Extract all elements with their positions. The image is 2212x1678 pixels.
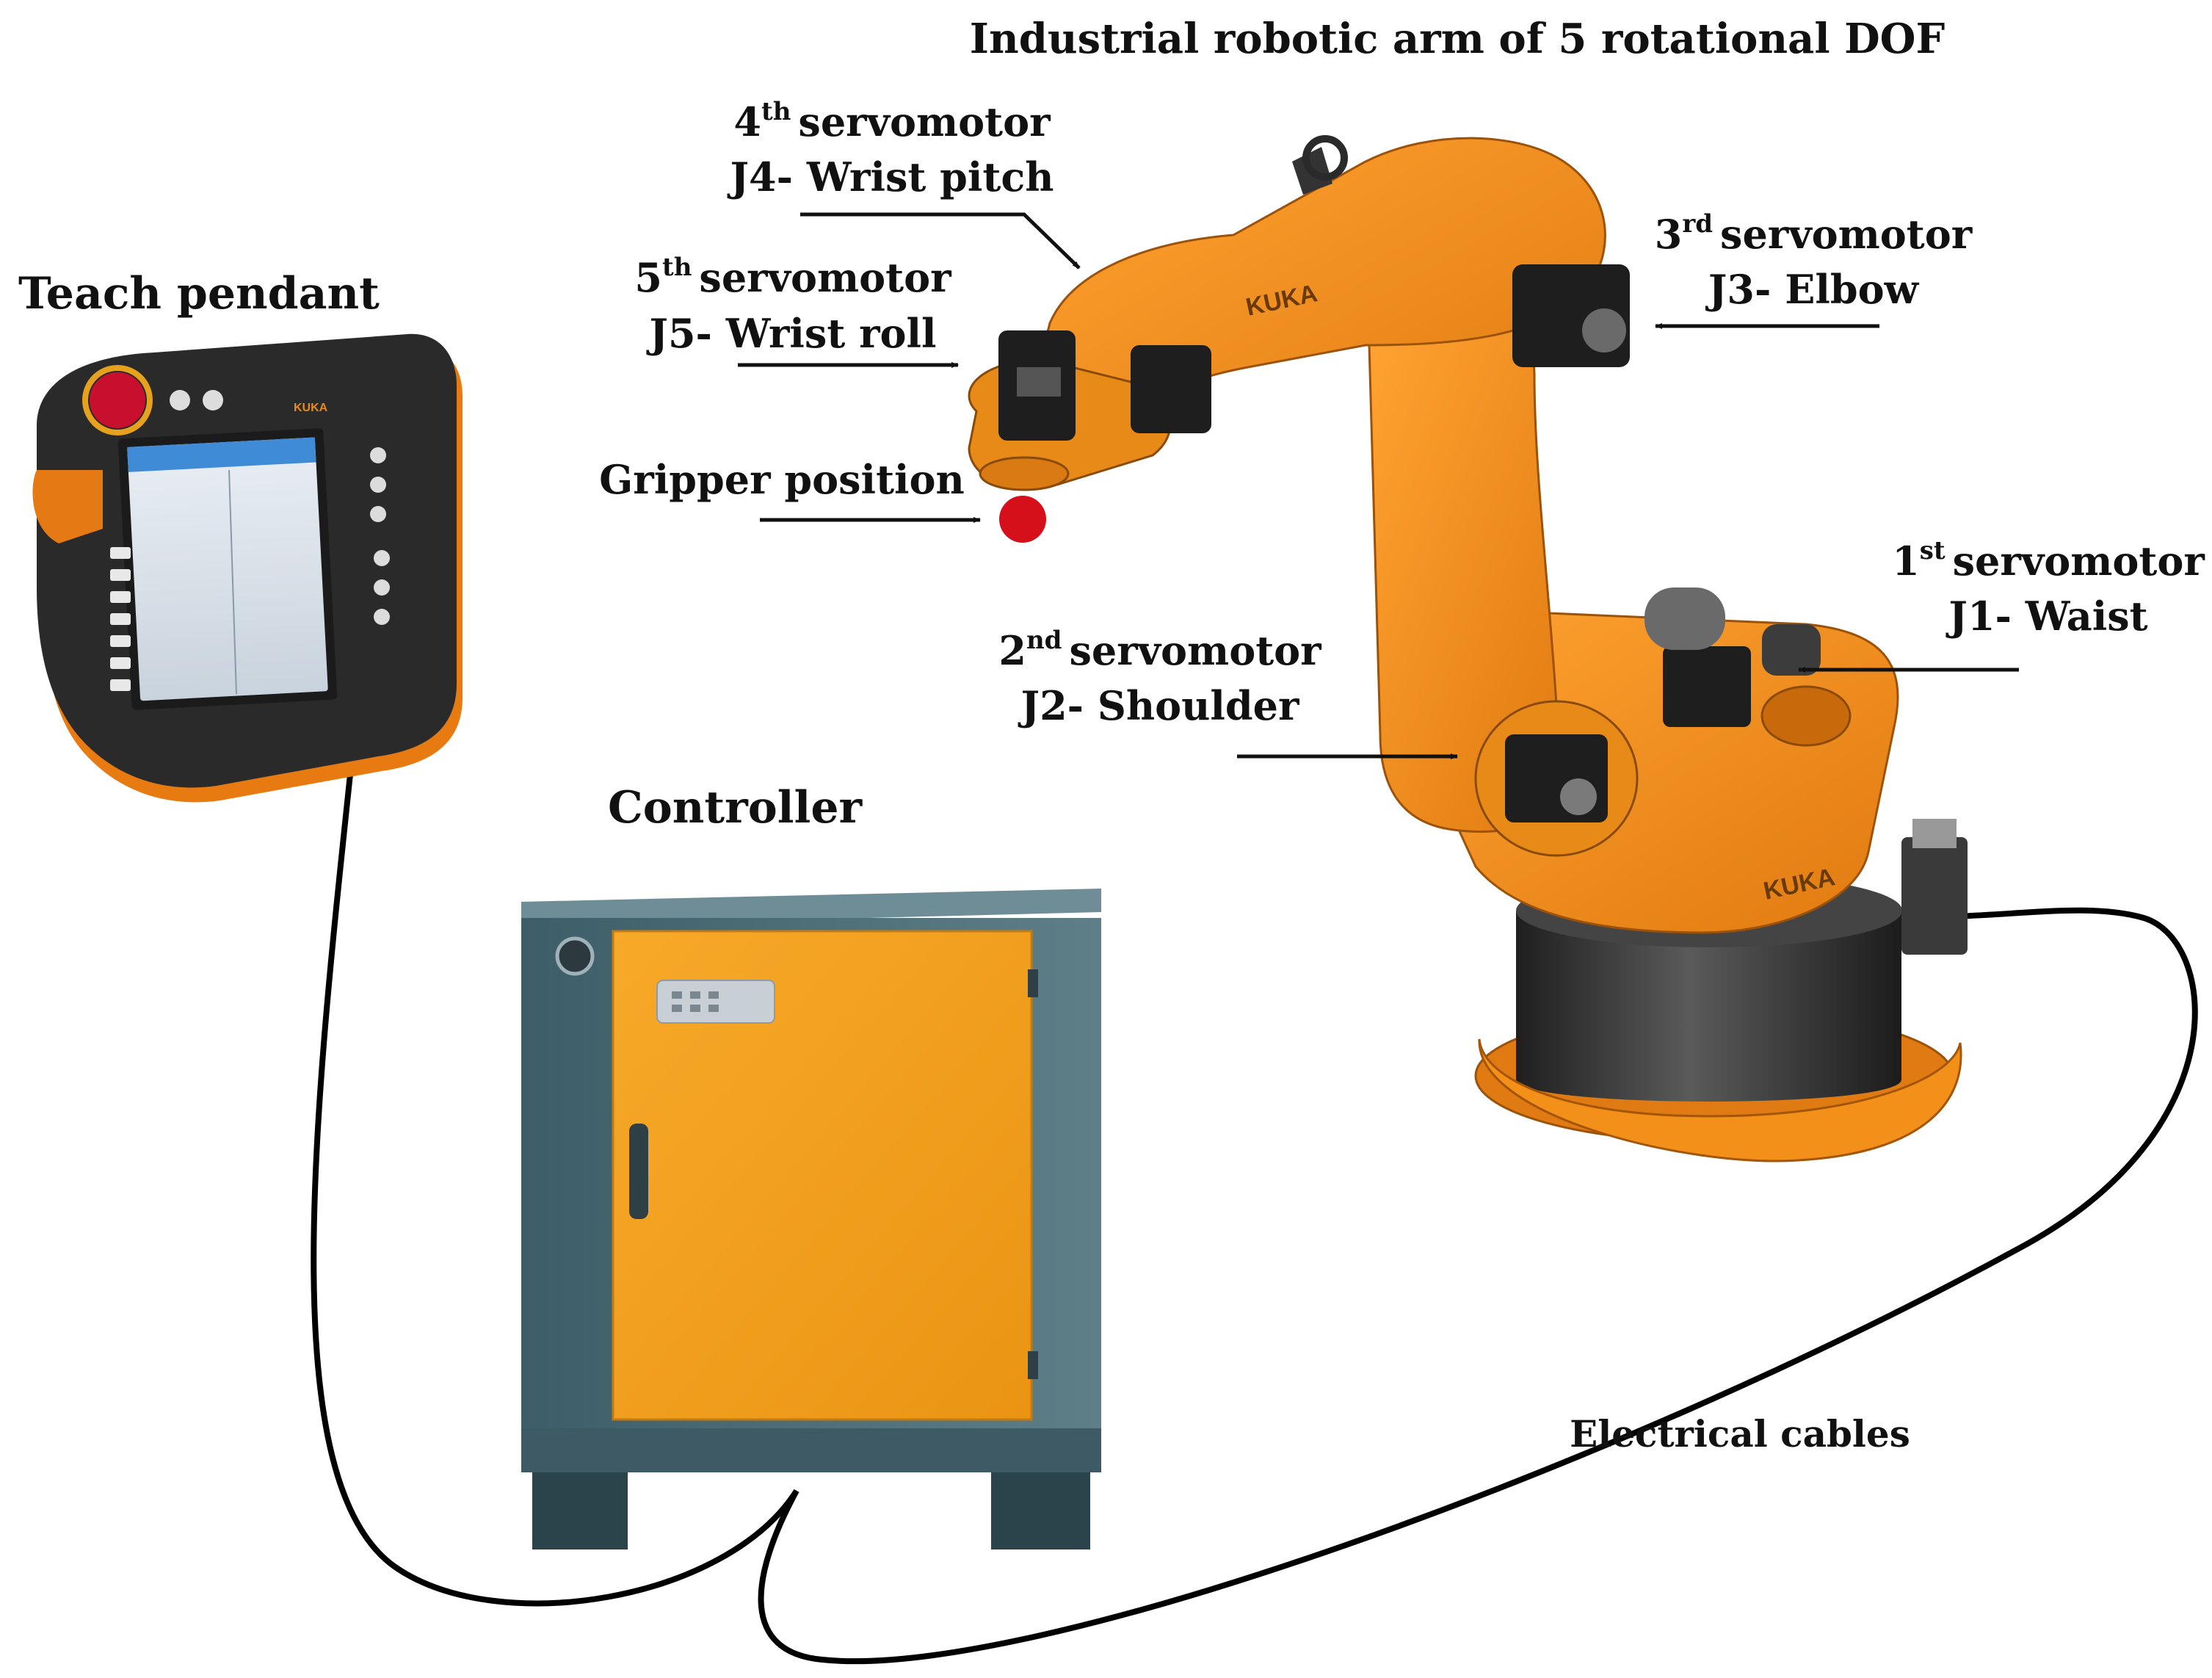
teach-pendant-label: Teach pendant [18, 268, 380, 319]
annotation-arrows [738, 212, 2019, 759]
svg-text:J4- Wrist pitch: J4- Wrist pitch [727, 153, 1054, 200]
svg-text:J1- Waist: J1- Waist [1946, 593, 2147, 640]
emergency-stop-icon [90, 372, 145, 428]
controller-cabinet [521, 889, 1101, 1549]
cabinet-handle [629, 1124, 648, 1219]
controller-label: Controller [608, 782, 863, 833]
svg-text:J3- Elbow: J3- Elbow [1705, 266, 1920, 313]
main-switch-icon [555, 936, 595, 976]
robot-arm: KUKA KUKA [968, 135, 1968, 1162]
gripper-position-label: Gripper position [599, 456, 965, 503]
diagram-title: Industrial robotic arm of 5 rotational D… [970, 15, 1946, 63]
pendant-brand-text: KUKA [294, 402, 328, 414]
gripper-position-marker [999, 496, 1046, 543]
teach-pendant: KUKA [32, 333, 463, 803]
electrical-cables [311, 767, 2198, 1665]
cables-label: Electrical cables [1570, 1412, 1910, 1455]
svg-text:J2- Shoulder: J2- Shoulder [1018, 682, 1299, 729]
svg-text:J5- Wrist roll: J5- Wrist roll [646, 310, 936, 357]
